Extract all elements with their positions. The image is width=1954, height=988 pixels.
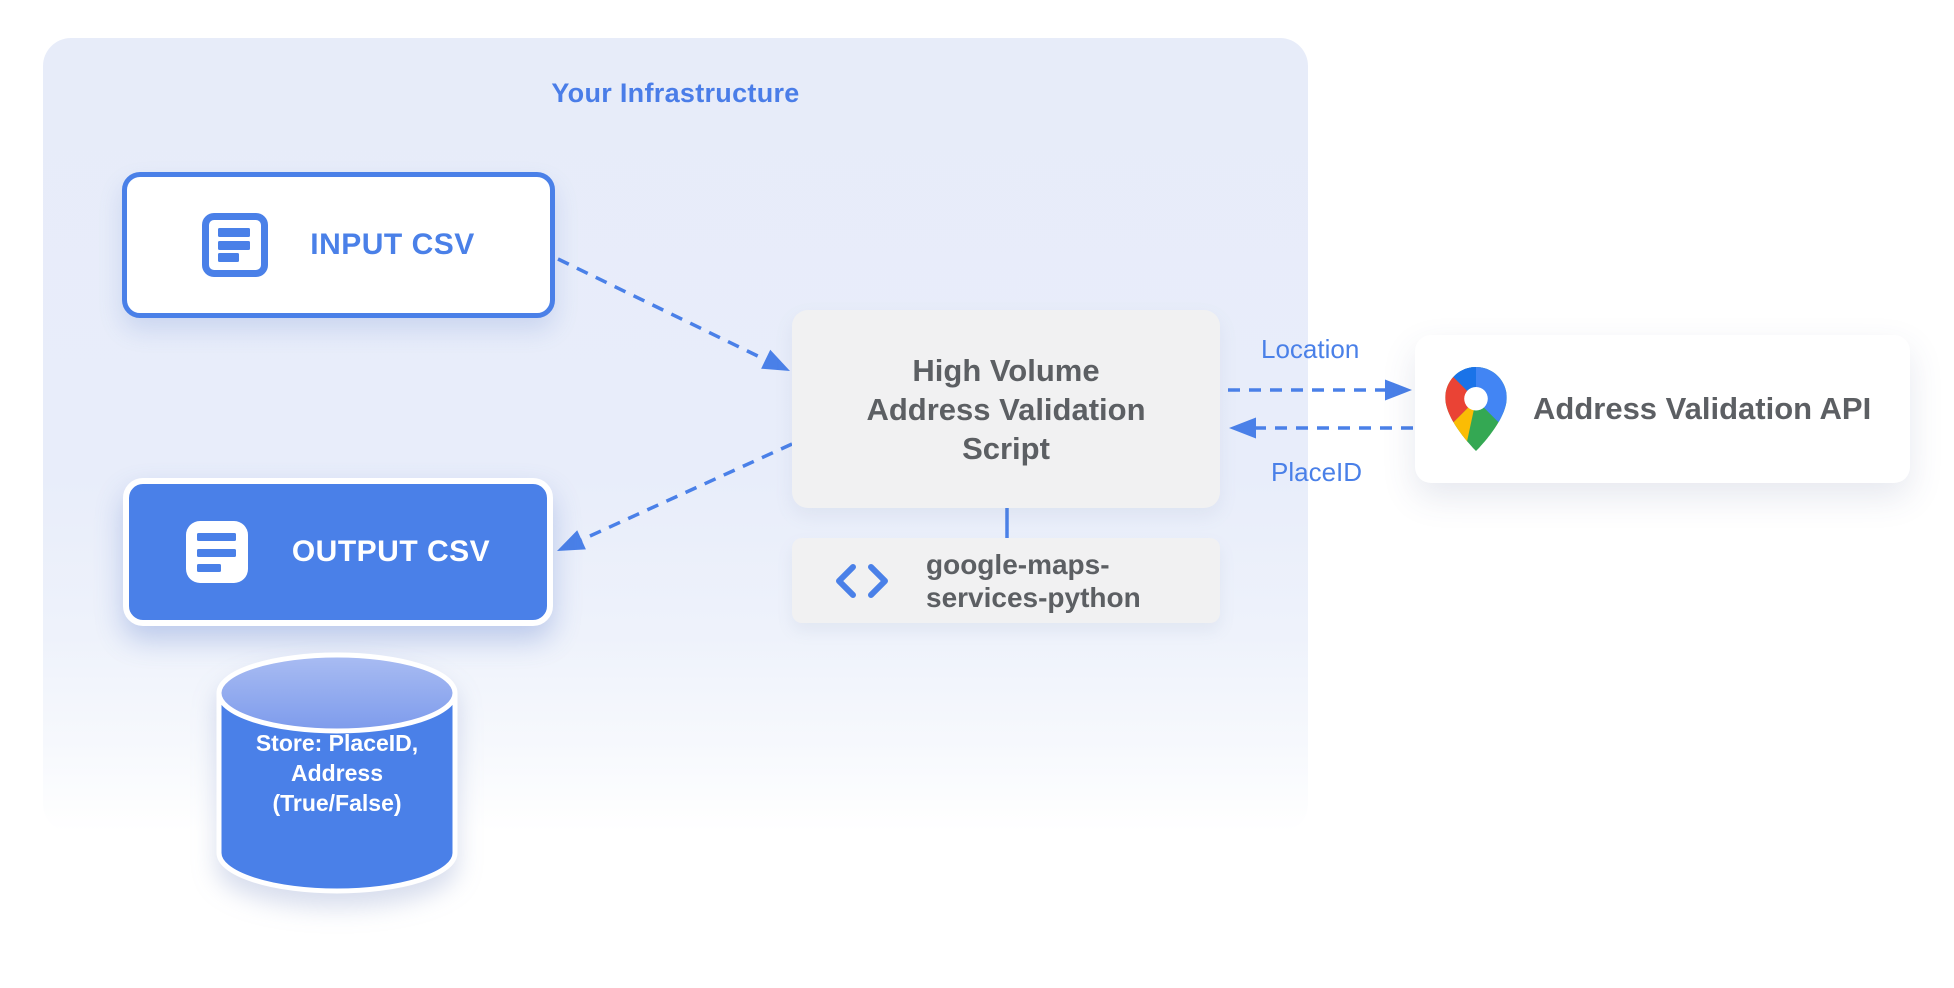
arrowhead — [1385, 379, 1412, 401]
placeid-flow-label: PlaceID — [1271, 457, 1363, 487]
output-csv-box: OUTPUT CSV — [123, 478, 553, 626]
code-icon — [836, 563, 888, 598]
input-csv-label: INPUT CSV — [310, 228, 475, 261]
cylinder-body — [216, 693, 458, 894]
infrastructure-title: Your Infrastructure — [551, 78, 800, 108]
script-box: High Volume Address Validation Script — [792, 310, 1220, 508]
library-label: google-maps- services-python — [926, 548, 1141, 613]
input-csv-box: INPUT CSV — [122, 172, 555, 318]
output-csv-label: OUTPUT CSV — [291, 535, 491, 568]
location-flow-label: Location — [1261, 334, 1360, 364]
cylinder-top — [216, 652, 458, 734]
api-label: Address Validation API — [1533, 391, 1872, 426]
document-lines-icon — [185, 521, 248, 583]
datastore-cylinder — [216, 652, 458, 894]
document-lines-icon — [202, 213, 269, 277]
library-box: google-maps- services-python — [792, 538, 1220, 623]
datastore-label: Store: PlaceID, Address (True/False) — [255, 730, 419, 816]
api-box: Address Validation API — [1415, 335, 1910, 483]
google-maps-pin-icon — [1445, 367, 1507, 451]
